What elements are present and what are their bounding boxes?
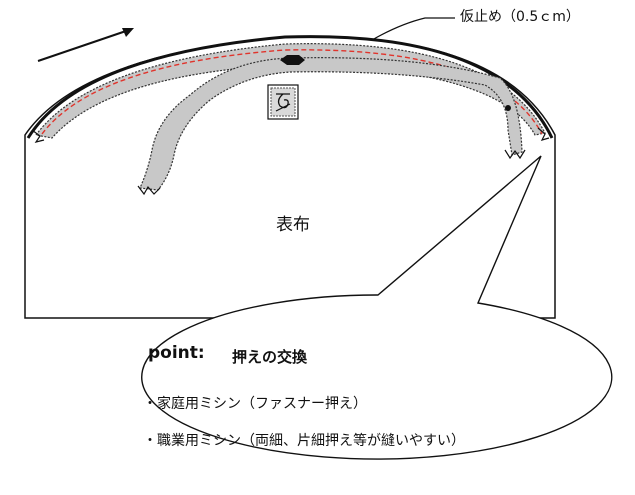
zipper-stop [505, 105, 511, 111]
callout-leader-line [371, 17, 455, 41]
fabric-label: 表布 [276, 215, 310, 235]
direction-arrow-icon [37, 28, 134, 62]
care-label-icon [267, 84, 299, 120]
zipper-pull-icon [280, 55, 305, 65]
point-tip-professional-machine: ・職業用ミシン（両細、片細押え等が縫いやすい） [143, 433, 465, 449]
point-tip-home-machine: ・家庭用ミシン（ファスナー押え） [143, 396, 367, 412]
point-title: point: [148, 343, 205, 363]
basting-callout-label: 仮止め（0.5ｃm） [460, 9, 580, 25]
tape-frayed-ends [31, 127, 550, 196]
point-subtitle: 押えの交換 [232, 348, 308, 366]
zipper-tape-loose [139, 57, 523, 191]
point-speech-bubble [141, 155, 613, 460]
